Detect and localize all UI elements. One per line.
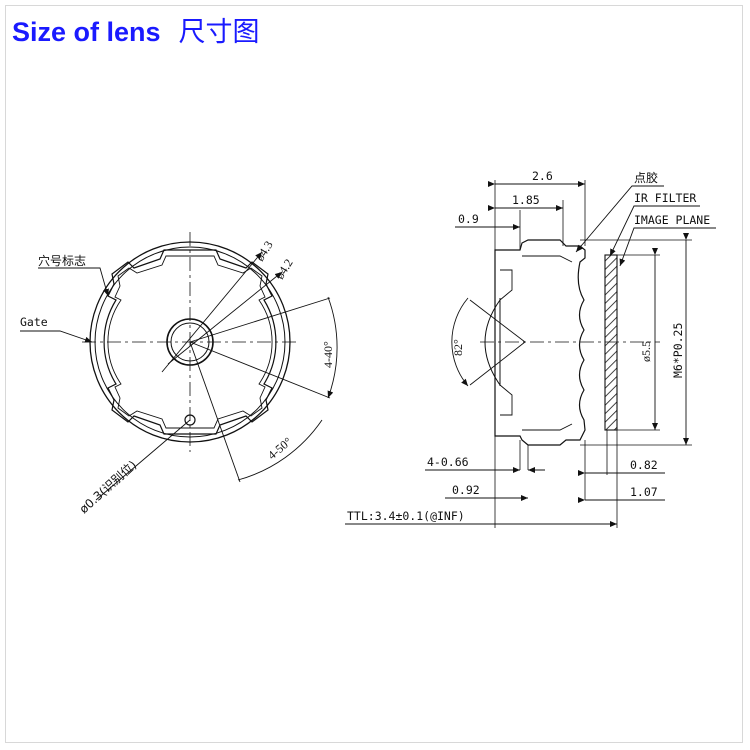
ttl-label: TTL:3.4±0.1(@INF) [347, 509, 465, 523]
thread-label: M6*P0.25 [671, 323, 685, 378]
dia03-label: ø0.3(识别位) [76, 457, 139, 516]
dia43-label: ø4.3 [253, 238, 276, 263]
angle50-arc [237, 419, 323, 481]
dim-55-label: ø5.5 [639, 341, 653, 362]
dia03-leader [95, 419, 191, 501]
barrel-inner [499, 255, 573, 431]
dim-092-label: 0.92 [452, 483, 480, 497]
dim-466-label: 4-0.66 [427, 455, 469, 469]
ir-filter-label: IR FILTER [634, 191, 696, 205]
angle40-ext2 [189, 341, 331, 399]
gate-leader [20, 330, 93, 343]
glue-label: 点胶 [634, 170, 658, 185]
title-en: Size of lens [12, 17, 161, 47]
drawing-frame [5, 5, 743, 743]
dia42-leader [167, 271, 283, 365]
dim-082-label: 0.82 [630, 458, 658, 472]
angle82-ext2 [469, 341, 526, 386]
dim-26-label: 2.6 [532, 169, 553, 183]
hole-mark-label: 穴号标志 [38, 253, 86, 268]
angle82-label: 82° [451, 339, 465, 356]
angle50-ext [189, 341, 241, 483]
glue-leader [575, 185, 664, 253]
dim-107-label: 1.07 [630, 485, 658, 499]
dia42-label: ø4.2 [273, 256, 296, 281]
title-cn: 尺寸图 [178, 17, 260, 48]
angle82-ext1 [469, 299, 526, 343]
image-plane-leader [619, 227, 716, 267]
ir-filter-leader [609, 205, 700, 257]
page-title: Size of lens 尺寸图 [12, 10, 260, 49]
angle50-label: 4-50° [265, 434, 295, 462]
inner-notched-profile [103, 249, 277, 435]
gate-label: Gate [20, 315, 48, 329]
ir-filter-hatch [604, 254, 618, 431]
dia43-leader [161, 251, 263, 373]
hole-mark-leader [38, 267, 109, 297]
barrel-outline [494, 239, 586, 446]
inner-notched-offset [107, 255, 273, 429]
side-view [345, 180, 716, 528]
angle40-ext1 [189, 297, 331, 343]
angle40-label: 4-40° [321, 341, 335, 368]
dim-185-label: 1.85 [512, 193, 540, 207]
front-view [20, 232, 338, 501]
image-plane-label: IMAGE PLANE [634, 213, 710, 227]
angle40-arc [327, 296, 338, 399]
angle82-arc [451, 297, 469, 387]
dim-09-label: 0.9 [458, 212, 479, 226]
